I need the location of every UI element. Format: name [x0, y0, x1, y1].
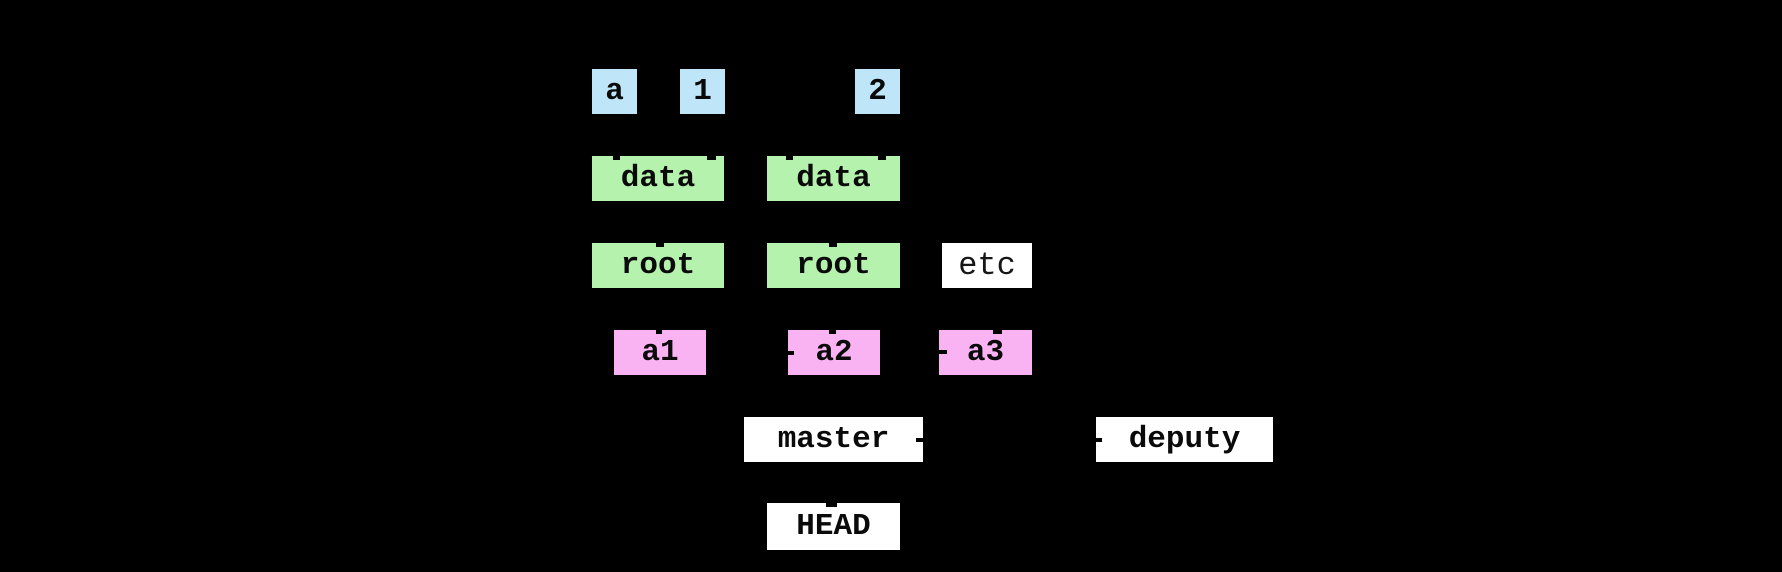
node-commit-a1: a1	[614, 330, 706, 375]
arrow-tip-mark	[826, 503, 837, 507]
node-commit-a3: a3	[939, 330, 1032, 375]
arrow-tip-mark	[1096, 438, 1102, 442]
node-tree-data-1: data	[592, 156, 724, 201]
node-ref-deputy: deputy	[1096, 417, 1273, 462]
node-blob-1: 1	[680, 69, 725, 114]
node-label: a	[605, 74, 624, 109]
arrow-tip-mark	[939, 350, 947, 354]
node-label: a1	[641, 335, 679, 370]
node-label: data	[796, 161, 871, 196]
arrow-tip-mark	[916, 438, 923, 442]
arrow-tip-mark	[829, 330, 836, 334]
node-commit-a2: a2	[788, 330, 880, 375]
node-label: 2	[868, 74, 887, 109]
node-label: master	[777, 422, 890, 457]
arrow-tip-mark	[993, 330, 1002, 334]
node-label: 1	[693, 74, 712, 109]
arrow-tip-mark	[656, 330, 662, 334]
node-label: root	[620, 248, 696, 283]
arrow-tip-mark	[788, 351, 794, 355]
node-ref-head: HEAD	[767, 503, 900, 550]
node-label: a2	[815, 335, 853, 370]
node-etc: etc	[942, 243, 1032, 288]
node-ref-master: master	[744, 417, 923, 462]
node-tree-root-2: root	[767, 243, 900, 288]
node-blob-a: a	[592, 69, 637, 114]
node-label: root	[796, 248, 871, 283]
arrow-tip-mark	[786, 156, 793, 160]
node-label: data	[620, 161, 696, 196]
node-label: etc	[958, 247, 1016, 284]
node-tree-data-2: data	[767, 156, 900, 201]
arrow-tip-mark	[613, 156, 620, 160]
arrow-tip-mark	[656, 243, 664, 247]
node-label: a3	[966, 335, 1005, 370]
node-tree-root-1: root	[592, 243, 724, 288]
arrow-tip-mark	[878, 156, 886, 160]
node-label: HEAD	[796, 509, 871, 544]
arrow-tip-mark	[707, 156, 716, 160]
arrow-tip-mark	[829, 243, 837, 247]
node-blob-2: 2	[855, 69, 900, 114]
node-label: deputy	[1128, 422, 1241, 457]
